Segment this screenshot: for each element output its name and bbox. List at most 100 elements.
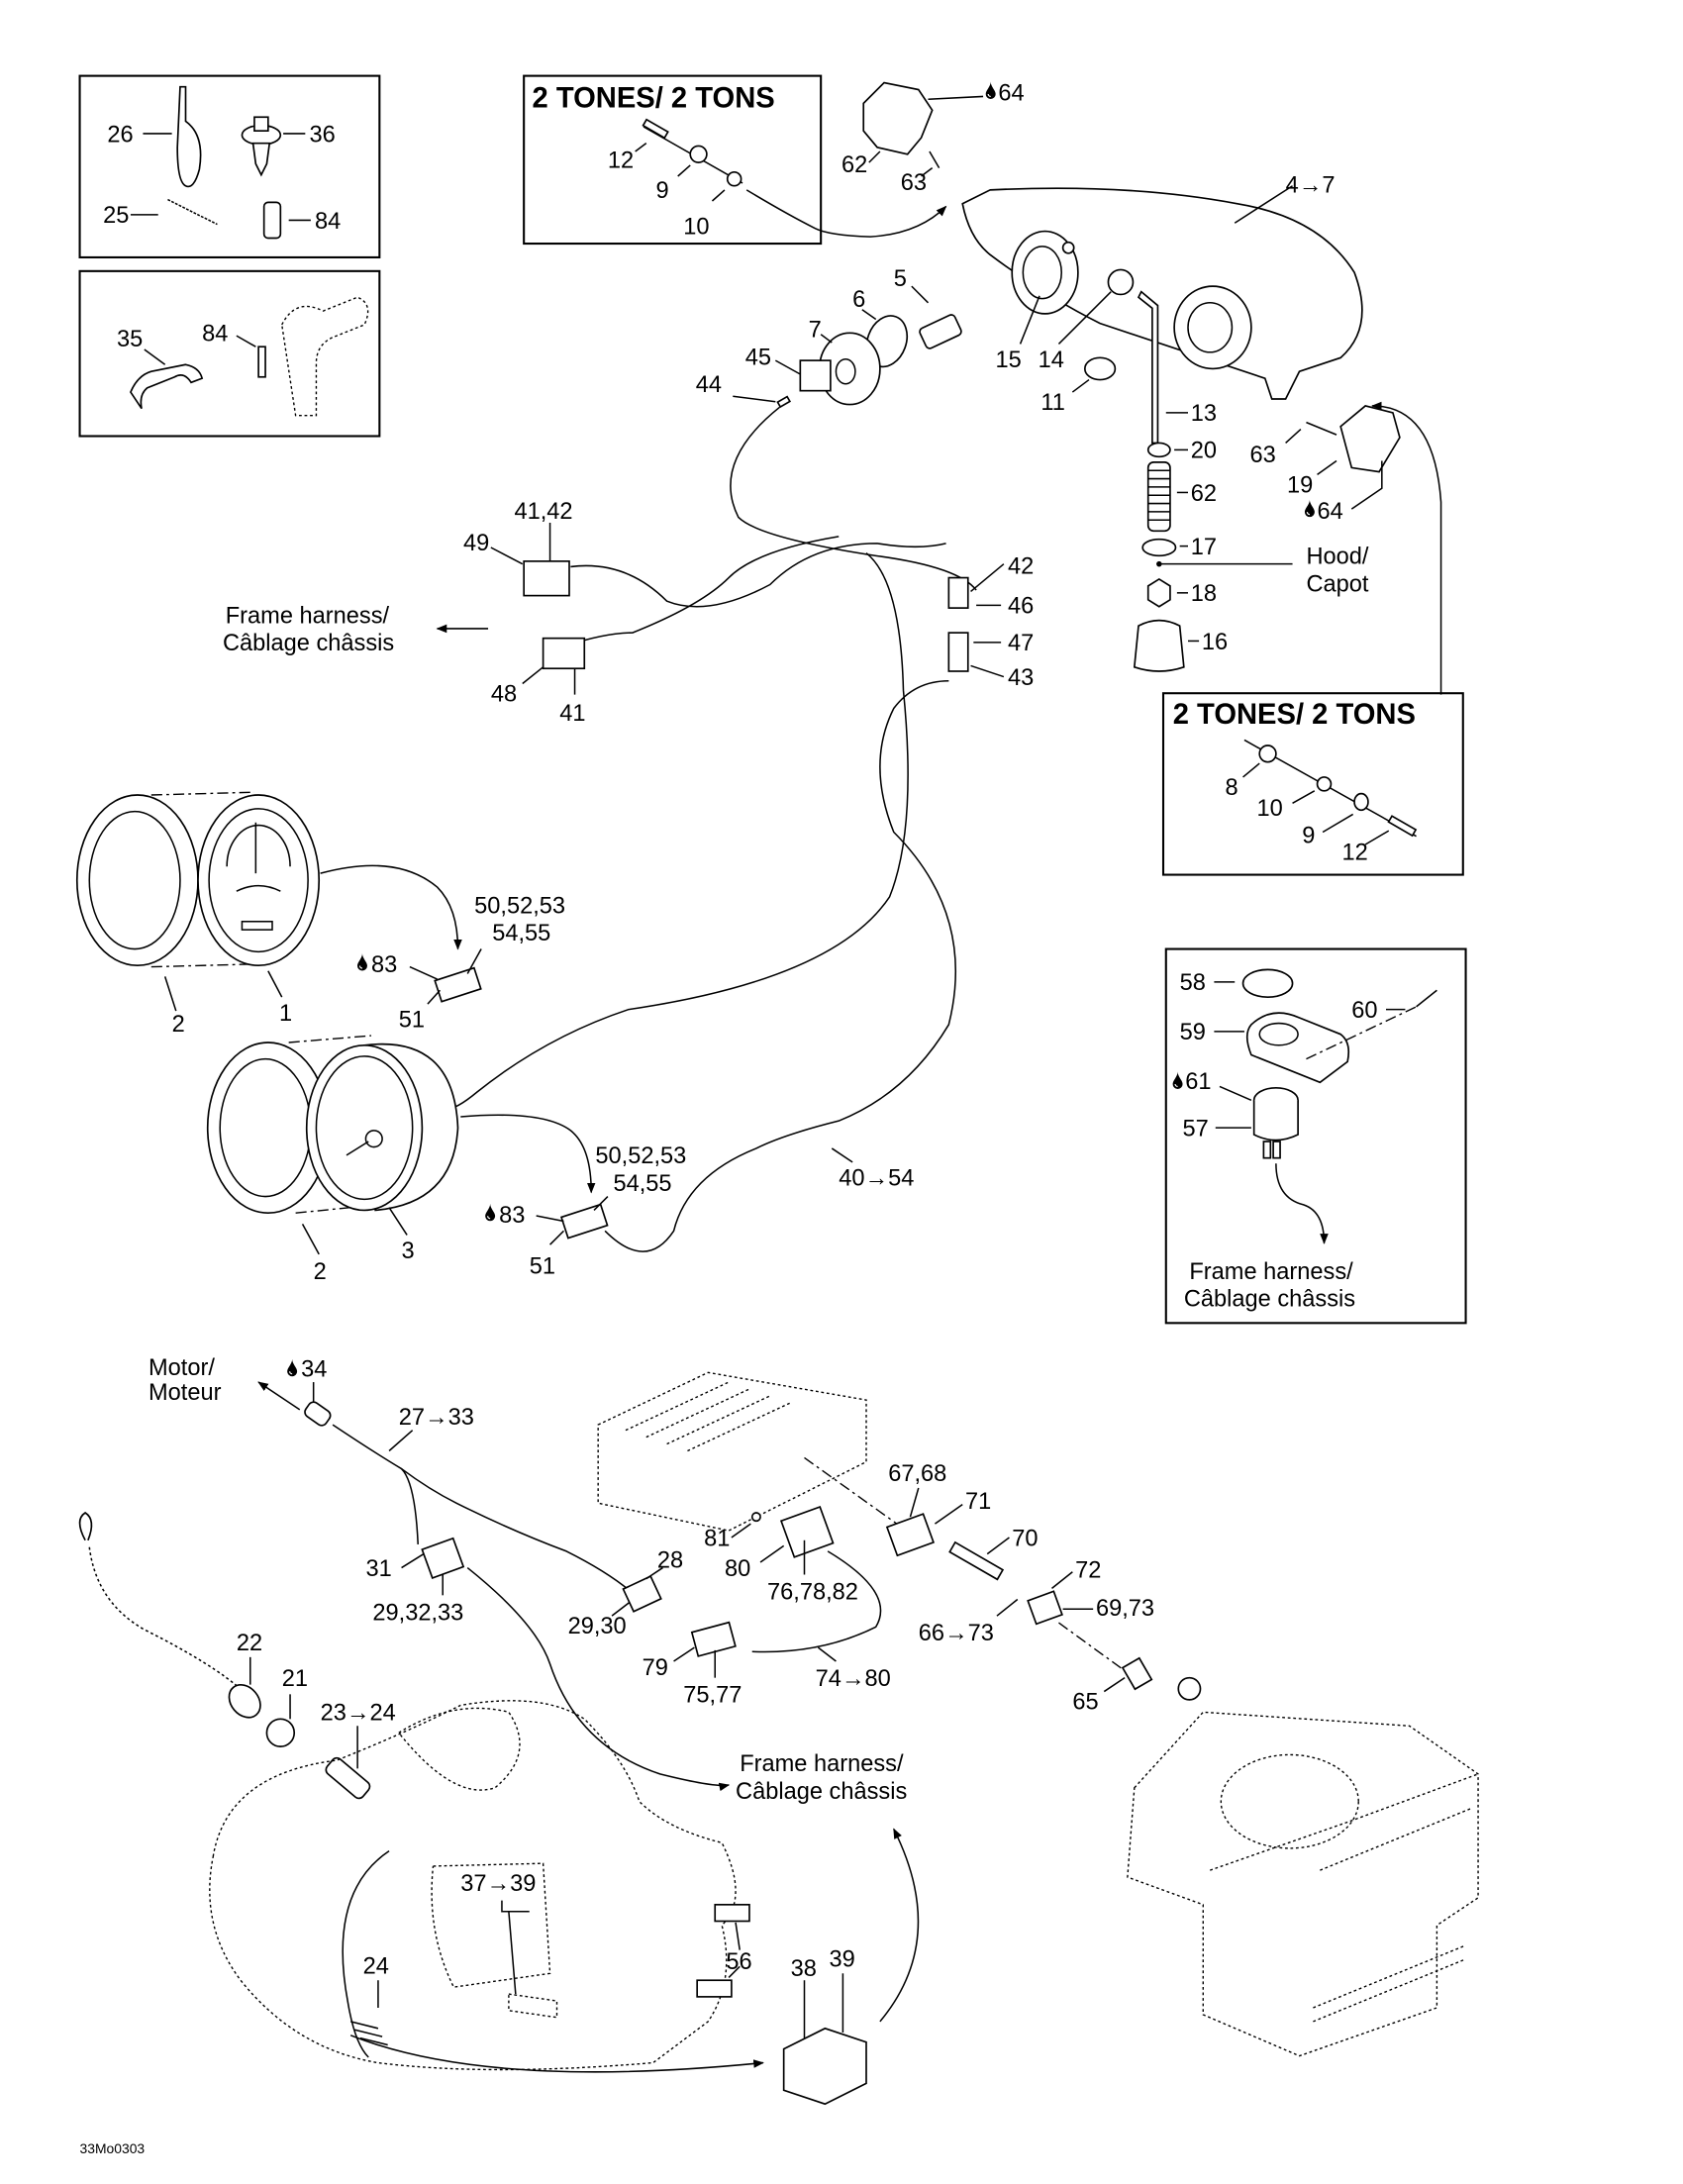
washer <box>689 145 708 163</box>
callout-62: 62 <box>842 152 867 178</box>
callout-50-52-53: 50,52,53 <box>595 1143 686 1169</box>
sleeve <box>262 201 282 240</box>
inset-title: 2 TONES/ 2 TONS <box>1173 699 1416 731</box>
callout-54-55: 54,55 <box>492 921 550 946</box>
frame-harness-note: Frame harness/ <box>226 603 390 629</box>
callout-22: 22 <box>237 1631 262 1656</box>
callout-29-30: 29,30 <box>568 1614 627 1639</box>
inset-frame <box>1161 692 1464 876</box>
headlight-wire <box>730 406 977 591</box>
washer <box>1353 792 1369 812</box>
connector <box>1027 1590 1063 1626</box>
connector <box>523 560 570 597</box>
headlight-assembly: 64 62 63 4→7 5 6 7 15 14 <box>696 81 1442 695</box>
sender-body <box>1252 1100 1299 1142</box>
callout-51: 51 <box>399 1008 425 1034</box>
callout-23-24: 23→24 <box>321 1701 396 1727</box>
callout-15: 15 <box>996 347 1022 373</box>
spring-pin <box>167 198 218 226</box>
connector <box>947 576 969 609</box>
callout-71: 71 <box>965 1489 991 1515</box>
connector <box>622 1575 662 1613</box>
console-outline <box>209 1700 737 2071</box>
washer <box>1146 442 1171 458</box>
connector <box>885 1513 936 1557</box>
hood-note: Hood/ <box>1306 545 1368 570</box>
tether-cap <box>228 1683 261 1719</box>
callout-56: 56 <box>726 1949 751 1975</box>
connector <box>542 637 586 670</box>
callout-70: 70 <box>1012 1526 1038 1551</box>
drop-icon <box>1304 499 1316 518</box>
inset-frame <box>78 74 381 258</box>
callout-57: 57 <box>1182 1116 1208 1142</box>
lamp-socket-right <box>1173 285 1252 370</box>
washer <box>1177 1676 1202 1701</box>
oil-tank-outline <box>1127 1711 1479 2057</box>
callout-66-73: 66→73 <box>919 1621 994 1646</box>
callout-43: 43 <box>1008 665 1034 691</box>
connector <box>690 1621 737 1657</box>
tether-loop <box>78 1512 93 1541</box>
ring <box>1241 968 1294 998</box>
tether-coil <box>88 1546 245 1693</box>
callout-35: 35 <box>117 327 143 352</box>
frame-harness-note-fr: Câblage châssis <box>223 631 394 656</box>
callout-14: 14 <box>1039 347 1064 373</box>
callout-46: 46 <box>1008 594 1034 620</box>
callout-80: 80 <box>725 1556 750 1582</box>
callout-4-7: 4→7 <box>1286 173 1336 199</box>
callout-41-42: 41,42 <box>514 499 572 525</box>
clamp <box>1084 356 1117 381</box>
bracket <box>1339 405 1401 473</box>
motor-note-fr: Moteur <box>148 1380 222 1406</box>
callout-72: 72 <box>1075 1557 1101 1583</box>
frame-harness-note-fr: Câblage châssis <box>736 1779 907 1805</box>
ring-nut <box>265 1718 296 1747</box>
callout-63: 63 <box>901 170 927 196</box>
callout-9: 9 <box>1302 824 1315 849</box>
callout-79: 79 <box>643 1655 668 1681</box>
gauge-face <box>305 1043 424 1212</box>
nut <box>1316 776 1333 792</box>
callout-20: 20 <box>1191 439 1217 464</box>
callout-34: 34 <box>301 1357 327 1383</box>
callout-64: 64 <box>998 81 1024 107</box>
frame-harness-note-fr: Câblage châssis <box>1184 1287 1355 1313</box>
callout-64: 64 <box>1318 499 1343 525</box>
grommet <box>1107 268 1135 296</box>
callout-21: 21 <box>282 1666 308 1692</box>
nut <box>726 170 742 187</box>
heat-shrink <box>948 1540 1005 1581</box>
callout-8: 8 <box>1226 775 1238 801</box>
mounting-plate <box>1245 1012 1350 1084</box>
cable-tie <box>176 85 202 188</box>
washer <box>1141 538 1177 557</box>
callout-65: 65 <box>1072 1690 1098 1716</box>
temperature-sensor <box>304 1401 332 1427</box>
callout-26: 26 <box>107 122 133 148</box>
callout-61: 61 <box>1185 1069 1211 1095</box>
relay-connector <box>714 1903 750 1923</box>
gauge-sender-inset: 58 59 60 61 57 Frame harness/ Câblage ch… <box>1164 947 1467 1325</box>
callout-40-54: 40→54 <box>839 1165 914 1191</box>
hood-note-fr: Capot <box>1306 571 1368 597</box>
clip <box>130 363 204 410</box>
callout-84: 84 <box>202 322 228 347</box>
callout-29-32-33: 29,32,33 <box>372 1600 463 1626</box>
callout-42: 42 <box>1008 553 1034 579</box>
callout-58: 58 <box>1180 970 1206 996</box>
adjuster-rod <box>1137 290 1159 445</box>
callout-83: 83 <box>499 1203 525 1229</box>
callout-31: 31 <box>365 1556 391 1582</box>
callout-54-55: 54,55 <box>613 1171 671 1197</box>
callout-39: 39 <box>830 1946 855 1972</box>
gauge-face <box>197 794 321 967</box>
fuse-block <box>782 2027 867 2106</box>
callout-48: 48 <box>491 682 517 708</box>
callout-10: 10 <box>1256 796 1282 822</box>
callout-16: 16 <box>1202 630 1228 655</box>
callout-60: 60 <box>1351 998 1377 1024</box>
drawing-code: 33Mo0303 <box>80 2140 146 2156</box>
callout-6: 6 <box>852 287 865 313</box>
